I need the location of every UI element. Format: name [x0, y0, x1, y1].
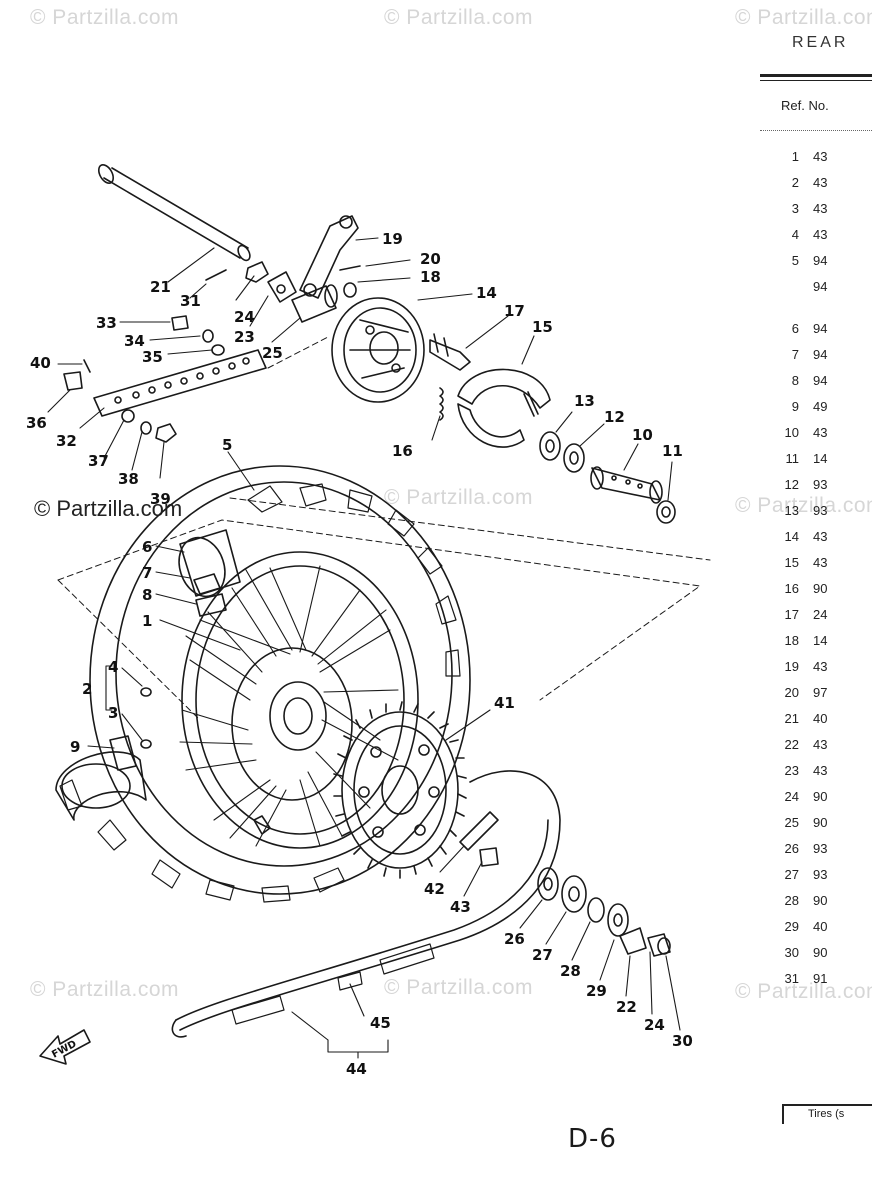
callout-41: 41: [494, 694, 515, 712]
table-rule: [760, 74, 872, 77]
callout-24: 24: [234, 308, 255, 326]
brake-panel: [331, 297, 425, 403]
watermark: © Partzilla.com: [384, 976, 534, 999]
callout-37: 37: [88, 452, 109, 470]
callout-15: 15: [532, 318, 553, 336]
callout-19: 19: [382, 230, 403, 248]
watermark: © Partzilla.com: [384, 6, 534, 29]
callout-24b: 24: [644, 1016, 665, 1034]
table-header-ref-no: Ref. No.: [781, 98, 829, 113]
callout-32: 32: [56, 432, 77, 450]
watermark: © Partzilla.com: [735, 494, 872, 517]
callout-42: 42: [424, 880, 445, 898]
callout-17: 17: [504, 302, 525, 320]
callout-10: 10: [632, 426, 653, 444]
callout-2: 2: [82, 680, 92, 698]
callout-33: 33: [96, 314, 117, 332]
callout-36: 36: [26, 414, 47, 432]
callout-5: 5: [222, 436, 232, 454]
callout-3: 3: [108, 704, 118, 722]
callout-34: 34: [124, 332, 145, 350]
callout-30: 30: [672, 1032, 693, 1050]
callout-9: 9: [70, 738, 80, 756]
callout-26: 26: [504, 930, 525, 948]
callout-16: 16: [392, 442, 413, 460]
callout-27: 27: [532, 946, 553, 964]
table-rule: [760, 130, 872, 131]
callout-12: 12: [604, 408, 625, 426]
callout-23: 23: [234, 328, 255, 346]
table-row: 94: [813, 279, 828, 294]
callout-labels: 19 20 18 14 17 15 16 13 12 10 11 21 31 2…: [26, 230, 693, 1078]
callout-18: 18: [420, 268, 441, 286]
callout-45: 45: [370, 1014, 391, 1032]
callout-21: 21: [150, 278, 171, 296]
callout-35: 35: [142, 348, 163, 366]
rear-wheel: [59, 465, 471, 903]
tires-note: Tires (s: [782, 1104, 872, 1124]
callout-39: 39: [150, 490, 171, 508]
callout-11: 11: [662, 442, 683, 460]
callout-6: 6: [142, 538, 152, 556]
watermark: © Partzilla.com: [735, 6, 872, 29]
callout-20: 20: [420, 250, 441, 268]
callout-14: 14: [476, 284, 497, 302]
callout-29: 29: [586, 982, 607, 1000]
callout-7: 7: [142, 564, 152, 582]
watermark: © Partzilla.com: [384, 486, 534, 509]
callout-8: 8: [142, 586, 152, 604]
page-number: D-6: [568, 1124, 617, 1154]
rear-sprocket: [333, 701, 467, 879]
rear-axle: [97, 164, 251, 262]
callout-40: 40: [30, 354, 51, 372]
callout-25: 25: [262, 344, 283, 362]
callout-4: 4: [108, 658, 118, 676]
callout-13: 13: [574, 392, 595, 410]
callout-28: 28: [560, 962, 581, 980]
callout-31: 31: [180, 292, 201, 310]
callout-44: 44: [346, 1060, 367, 1078]
callout-1: 1: [142, 612, 152, 630]
watermark: © Partzilla.com: [30, 978, 180, 1001]
callout-38: 38: [118, 470, 139, 488]
callout-22: 22: [616, 998, 637, 1016]
table-rule: [760, 80, 872, 81]
watermark: © Partzilla.com: [30, 6, 180, 29]
parts-table-title: REAR: [792, 34, 849, 51]
callout-43: 43: [450, 898, 471, 916]
watermark: © Partzilla.com: [735, 980, 872, 1003]
